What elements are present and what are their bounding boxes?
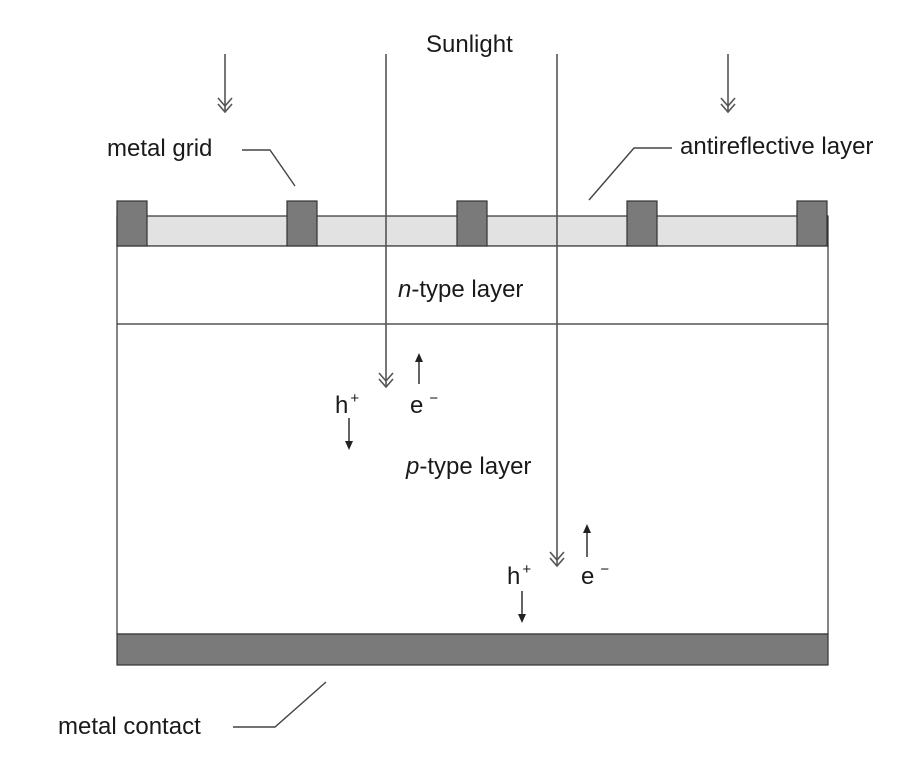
electron-arrow-up <box>583 524 591 557</box>
sunlight-arrow <box>720 54 736 114</box>
electron-symbol: e <box>581 563 595 590</box>
hole-charge: + <box>522 561 532 578</box>
n-type-letter: n <box>398 276 412 303</box>
metal-grid-finger <box>286 200 318 247</box>
n-type-suffix: -type layer <box>411 276 524 303</box>
hole-label: h+ <box>335 391 359 419</box>
n-type-layer-label: n-type layer <box>398 278 523 302</box>
electron-arrow-up <box>415 353 423 384</box>
electron-label: e− <box>410 391 438 419</box>
hole-label: h+ <box>507 562 531 590</box>
electron-symbol: e <box>410 392 424 419</box>
electron-charge: − <box>600 561 610 578</box>
metal-grid-finger <box>626 200 658 247</box>
cell-body <box>116 245 829 635</box>
p-type-layer-label: p-type layer <box>406 455 531 479</box>
metal-contact-layer <box>116 633 829 666</box>
electron-charge: − <box>429 390 439 407</box>
metal-contact-label: metal contact <box>58 713 201 740</box>
metal-grid-finger <box>116 200 148 247</box>
p-type-suffix: -type layer <box>419 453 532 480</box>
metal-contact-leader <box>233 681 327 728</box>
hole-symbol: h <box>335 392 349 419</box>
hole-arrow-down <box>345 418 353 450</box>
antireflective-leader <box>588 147 672 201</box>
hole-symbol: h <box>507 563 521 590</box>
antireflective-layer-label: antireflective layer <box>680 133 874 160</box>
metal-grid-leader <box>242 149 296 187</box>
metal-grid-finger <box>456 200 488 247</box>
sunlight-arrow <box>217 54 233 114</box>
sunlight-ray <box>378 54 394 389</box>
p-type-letter: p <box>406 453 420 480</box>
hole-arrow-down <box>518 591 526 623</box>
metal-grid-label: metal grid <box>107 135 213 162</box>
metal-grid-finger <box>796 200 828 247</box>
electron-label: e− <box>581 562 609 590</box>
hole-charge: + <box>350 390 360 407</box>
sunlight-ray <box>549 54 565 568</box>
sunlight-label: Sunlight <box>426 31 513 58</box>
